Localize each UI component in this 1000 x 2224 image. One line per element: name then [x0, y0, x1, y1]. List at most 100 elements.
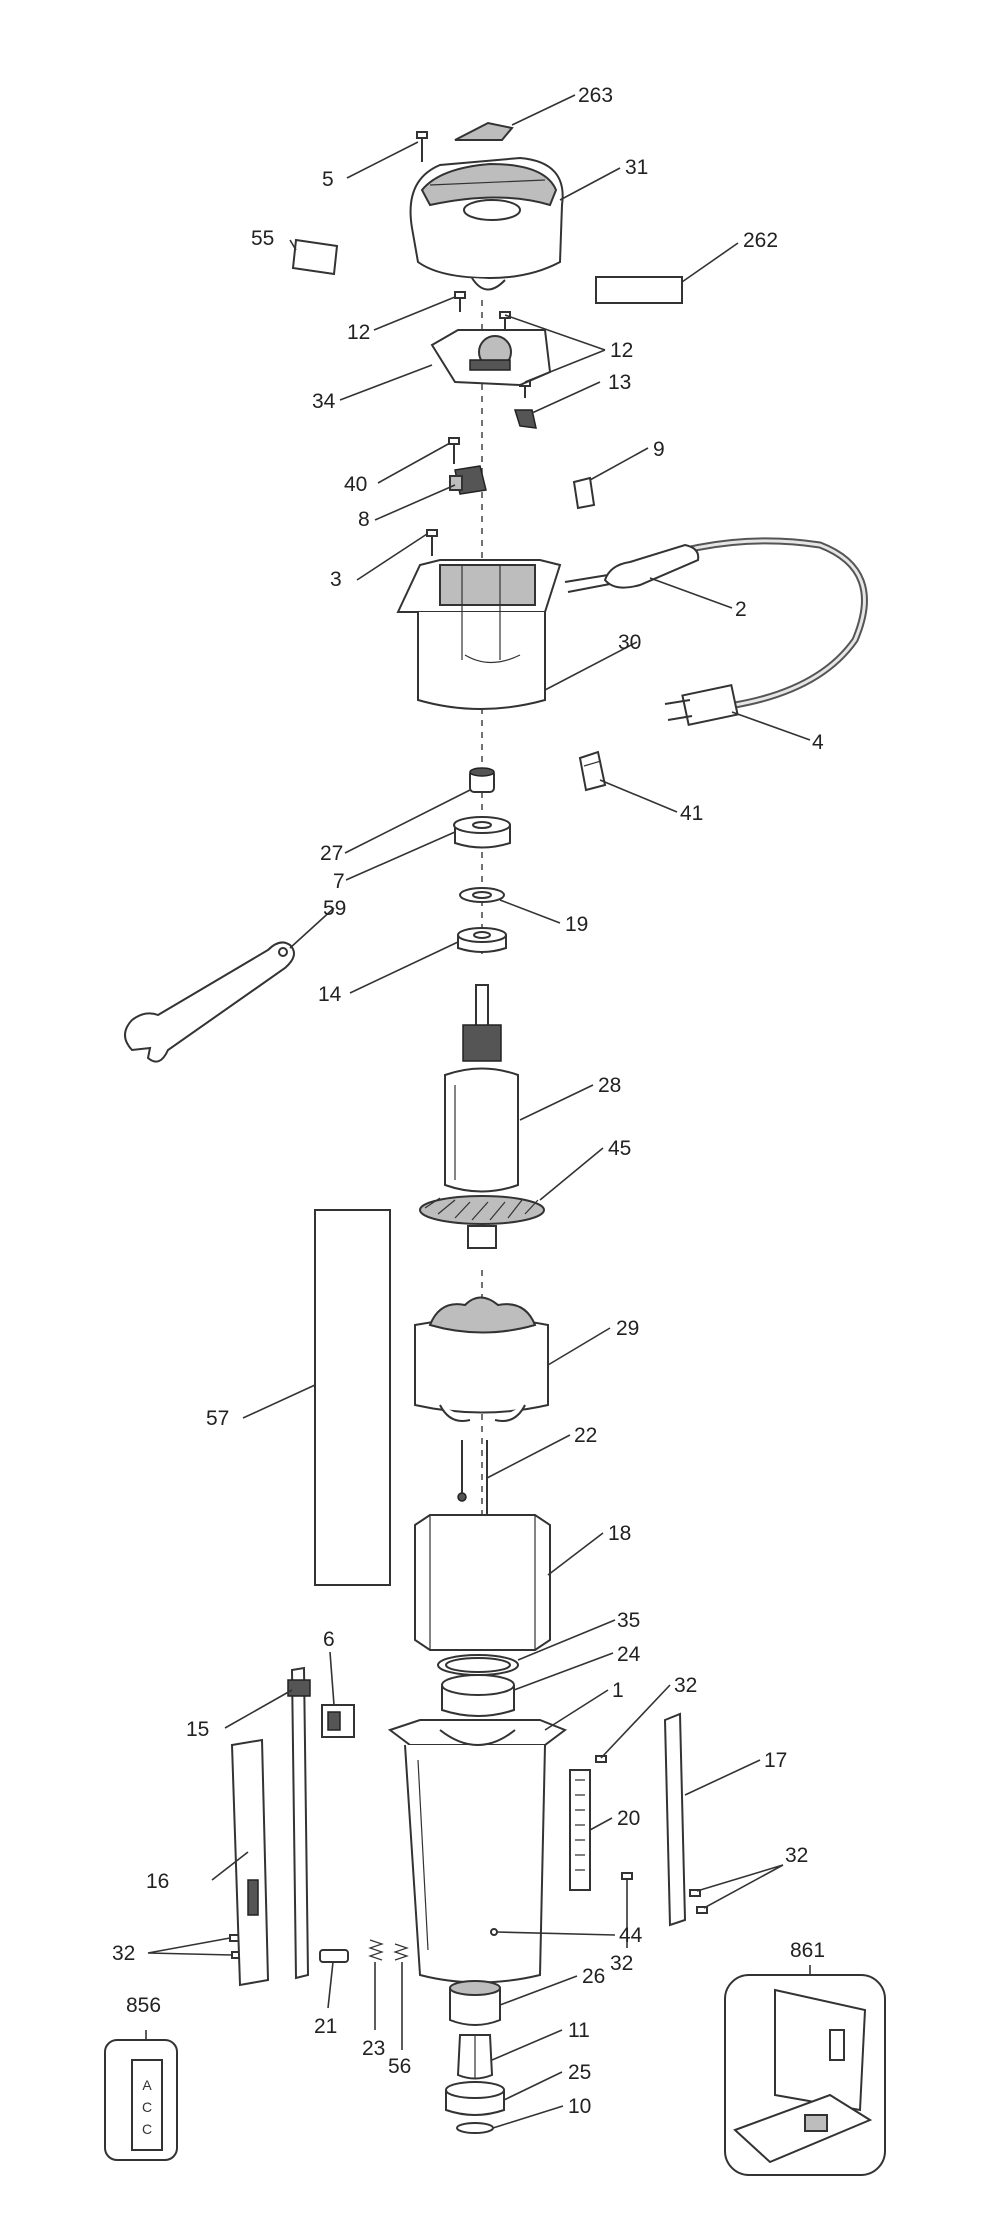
callout-labels: 263 5 31 55 262 12 12 34 13 40 9 8 3 2 3… [112, 84, 825, 2118]
part-3-screw [426, 529, 438, 556]
callout-13: 13 [608, 371, 631, 394]
part-856-tag: A C C [104, 2039, 178, 2161]
part-28-armature [444, 984, 519, 1193]
leader-lines [145, 94, 811, 2129]
callout-15: 15 [186, 1718, 209, 1741]
callout-30: 30 [618, 631, 641, 654]
part-17-handle [663, 1712, 687, 1927]
part-45-fan [419, 1195, 545, 1249]
part-26-nut [449, 1980, 501, 2026]
callout-263: 263 [578, 84, 613, 107]
callout-56: 56 [388, 2055, 411, 2078]
part-13-clip [513, 409, 537, 429]
part-11-collet [456, 2034, 494, 2080]
callout-40: 40 [344, 473, 367, 496]
part-29-field [414, 1296, 549, 1422]
part-40-screw [448, 437, 460, 464]
part-30-housing [396, 559, 562, 710]
callout-23: 23 [362, 2037, 385, 2060]
callout-12-upper: 12 [347, 321, 370, 344]
callout-41: 41 [680, 802, 703, 825]
callout-861: 861 [790, 1939, 825, 1962]
part-35-ring [437, 1654, 519, 1676]
callout-14: 14 [318, 983, 342, 1006]
part-1-motor-base [387, 1719, 568, 1984]
callout-22: 22 [574, 1424, 597, 1447]
callout-2: 2 [735, 598, 747, 621]
callout-18: 18 [608, 1522, 631, 1545]
part-9-wire-nut [572, 476, 596, 510]
callout-44: 44 [619, 1924, 643, 1947]
callout-8: 8 [358, 508, 370, 531]
callout-28: 28 [598, 1074, 621, 1097]
callout-12-lower: 12 [610, 339, 633, 362]
callout-21: 21 [314, 2015, 337, 2038]
callout-57: 57 [206, 1407, 229, 1430]
part-41-wire-nut [578, 750, 607, 792]
callout-16: 16 [146, 1870, 169, 1893]
part-262-label [595, 276, 683, 304]
part-27-bearing [469, 767, 495, 793]
callout-35: 35 [617, 1609, 640, 1632]
part-56-spring [393, 1943, 409, 1961]
part-21-pin [319, 1949, 349, 1963]
callout-19: 19 [565, 913, 588, 936]
callout-55: 55 [251, 227, 274, 250]
part-25-collet-nut [445, 2081, 505, 2116]
part-263-badge [454, 121, 514, 141]
part-23-spring [368, 1939, 384, 1961]
callout-9: 9 [653, 438, 665, 461]
tag-856-text-2: C [142, 2099, 152, 2115]
part-34-brush-plate [430, 329, 552, 387]
callout-856: 856 [126, 1994, 161, 2017]
tag-856-text-3: C [142, 2121, 152, 2137]
callout-45: 45 [608, 1137, 631, 1160]
callout-34: 34 [312, 390, 336, 413]
callout-10: 10 [568, 2095, 591, 2118]
part-24-bushing [441, 1674, 515, 1717]
callout-59: 59 [323, 897, 346, 920]
part-31-top-cap [409, 156, 564, 291]
part-8-switch [449, 465, 487, 495]
part-20-rack [569, 1769, 591, 1891]
tag-856-text-1: A [142, 2077, 152, 2093]
part-57-label [314, 1209, 391, 1586]
callout-32-center: 32 [610, 1952, 633, 1975]
callout-29: 29 [616, 1317, 639, 1340]
part-59-wrench [124, 941, 295, 1063]
callout-3: 3 [330, 568, 342, 591]
part-55-label [291, 238, 339, 276]
callout-6: 6 [323, 1628, 335, 1651]
callout-32-upper: 32 [674, 1674, 697, 1697]
callout-24: 24 [617, 1643, 641, 1666]
part-19-washer [459, 887, 505, 903]
part-32-screws [229, 1755, 708, 1959]
callout-26: 26 [582, 1965, 605, 1988]
part-2-power-cord [564, 537, 868, 709]
callout-262: 262 [743, 229, 778, 252]
part-14-bearing [457, 927, 507, 953]
callout-25: 25 [568, 2061, 591, 2084]
callout-4: 4 [812, 731, 824, 754]
callout-5: 5 [322, 168, 334, 191]
callout-27: 27 [320, 842, 343, 865]
callout-20: 20 [617, 1807, 640, 1830]
callout-1: 1 [612, 1679, 624, 1702]
callout-7: 7 [333, 870, 345, 893]
part-16-handle [230, 1738, 270, 1987]
part-6-switch [321, 1704, 355, 1738]
part-861-case [724, 1974, 886, 2176]
callout-17: 17 [764, 1749, 787, 1772]
callout-32-left: 32 [112, 1942, 135, 1965]
part-15-bracket [287, 1666, 311, 1980]
part-7-bearing [453, 816, 511, 849]
part-4-plug [664, 683, 739, 727]
part-18-baffle [414, 1514, 551, 1651]
part-5-screw [416, 131, 428, 162]
part-10-ring [456, 2122, 494, 2134]
callout-32-right: 32 [785, 1844, 808, 1867]
part-44-hole [490, 1928, 498, 1936]
callout-11: 11 [568, 2019, 590, 2042]
callout-31: 31 [625, 156, 648, 179]
